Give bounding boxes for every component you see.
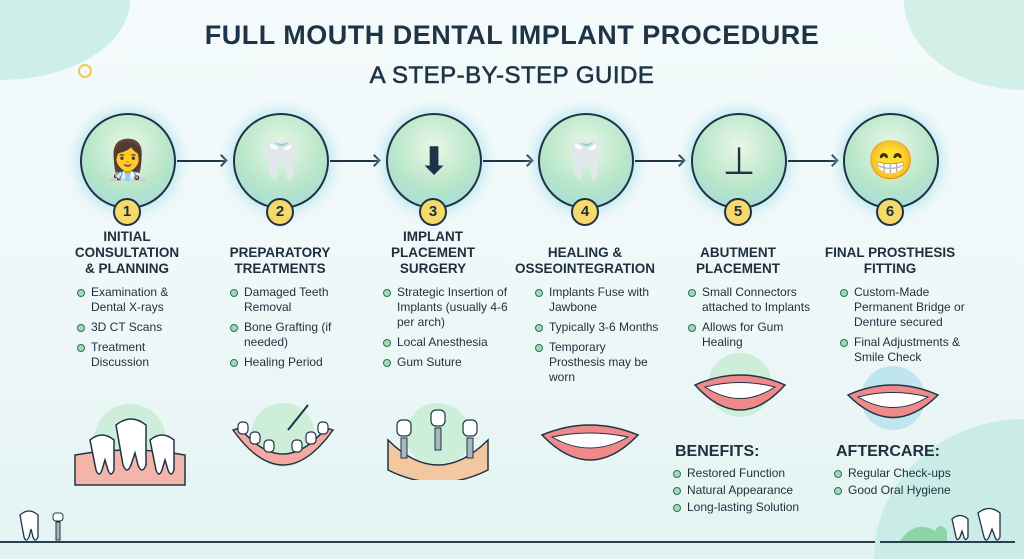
implant-in-bone-icon: 🦷 (562, 140, 610, 182)
step-bullet-item: Gum Suture (383, 355, 508, 370)
step-number-badge: 4 (571, 198, 599, 226)
step-title-line: OSSEOINTEGRATION (514, 261, 655, 276)
arrow-right-icon (788, 160, 836, 162)
ground-line-right (880, 541, 1015, 543)
small-teeth-right-icon (900, 507, 1001, 541)
step-title-line: TREATMENTS (234, 261, 326, 276)
benefit-item: Long-lasting Solution (673, 500, 823, 515)
step-title-line: FITTING (863, 261, 917, 276)
decor-ring (78, 64, 92, 78)
step-4-illustration-circle: 🦷 (538, 113, 634, 209)
consultation-icon: 👩‍⚕️ (104, 140, 152, 182)
benefit-item: Restored Function (673, 466, 823, 481)
step-number-badge: 6 (876, 198, 904, 226)
implant-insertion-icon: ⬇ (418, 140, 450, 183)
benefits-heading: BENEFITS: (675, 443, 760, 460)
step-number-badge: 1 (113, 198, 141, 226)
step-title-line: IMPLANT (403, 229, 463, 244)
step-bullet-item: Small Connectors attached to Implants (688, 285, 813, 315)
step-title-line: INITIAL (103, 229, 151, 244)
step-title-line: PLACEMENT (696, 261, 780, 276)
step-1-illustration-circle: 👩‍⚕️ (80, 113, 176, 209)
dental-arch-illustration (231, 403, 335, 467)
benefits-list: Restored Function Natural Appearance Lon… (673, 466, 823, 520)
step-title-line: FINAL PROSTHESIS (824, 245, 956, 260)
step-title-line: SURGERY (399, 261, 467, 276)
implants-arch-illustration (387, 403, 489, 480)
page-title: FULL MOUTH DENTAL IMPLANT PROCEDURE (204, 20, 820, 50)
aftercare-item: Good Oral Hygiene (834, 483, 984, 498)
step-title-line: ABUTMENT (700, 245, 776, 260)
smile-illustration-6 (846, 366, 940, 430)
step-bullet-item: Typically 3-6 Months (535, 320, 660, 335)
step-2-illustration-circle: 🦷 (233, 113, 329, 209)
abutment-icon: ⊥ (722, 140, 756, 183)
teeth-illustration (74, 404, 186, 486)
step-number-badge: 5 (724, 198, 752, 226)
aftercare-item: Regular Check-ups (834, 466, 984, 481)
benefit-item: Natural Appearance (673, 483, 823, 498)
arrow-right-icon (483, 160, 531, 162)
step-bullet-list: Strategic Insertion of Implants (usually… (383, 285, 508, 375)
step-title: HEALING &OSSEOINTEGRATION (505, 227, 665, 277)
arrow-right-icon (330, 160, 378, 162)
arrow-right-icon (177, 160, 225, 162)
step-title-line: CONSULTATION (74, 245, 180, 260)
aftercare-heading: AFTERCARE: (836, 443, 940, 460)
step-6-illustration-circle: 😁 (843, 113, 939, 209)
smile-illustration (540, 424, 640, 461)
step-bullet-item: Temporary Prosthesis may be worn (535, 340, 660, 385)
page-subtitle: A STEP-BY-STEP GUIDE (369, 62, 655, 90)
step-number-badge: 3 (419, 198, 447, 226)
extraction-tools-icon: 🦷 (257, 140, 305, 182)
step-bullet-item: Allows for Gum Healing (688, 320, 813, 350)
step-3-illustration-circle: ⬇ (386, 113, 482, 209)
step-bullet-item: Final Adjustments & Smile Check (840, 335, 965, 365)
step-bullet-item: Implants Fuse with Jawbone (535, 285, 660, 315)
step-bullet-item: Local Anesthesia (383, 335, 508, 350)
denture-icon: 😁 (867, 140, 915, 182)
ground-line-left (0, 541, 875, 543)
arrow-right-icon (635, 160, 683, 162)
step-bullet-item: Strategic Insertion of Implants (usually… (383, 285, 508, 330)
smile-illustration-5 (693, 353, 787, 417)
step-bullet-item: Damaged Teeth Removal (230, 285, 355, 315)
step-bullet-item: Healing Period (230, 355, 355, 370)
step-bullet-list: Custom-Made Permanent Bridge or Denture … (840, 285, 965, 370)
aftercare-list: Regular Check-ups Good Oral Hygiene (834, 466, 984, 503)
step-5-illustration-circle: ⊥ (691, 113, 787, 209)
step-bullet-item: Bone Grafting (if needed) (230, 320, 355, 350)
step-bullet-item: 3D CT Scans (77, 320, 202, 335)
step-bullet-item: Examination & Dental X-rays (77, 285, 202, 315)
small-teeth-left-icon (19, 510, 64, 541)
step-title-line: HEALING & (547, 245, 623, 260)
step-title-line: & PLANNING (85, 261, 169, 276)
step-bullet-item: Treatment Discussion (77, 340, 202, 370)
step-number-badge: 2 (266, 198, 294, 226)
step-title-line: PLACEMENT (391, 245, 475, 260)
step-bullet-item: Custom-Made Permanent Bridge or Denture … (840, 285, 965, 330)
step-title-line: PREPARATORY (229, 245, 331, 260)
